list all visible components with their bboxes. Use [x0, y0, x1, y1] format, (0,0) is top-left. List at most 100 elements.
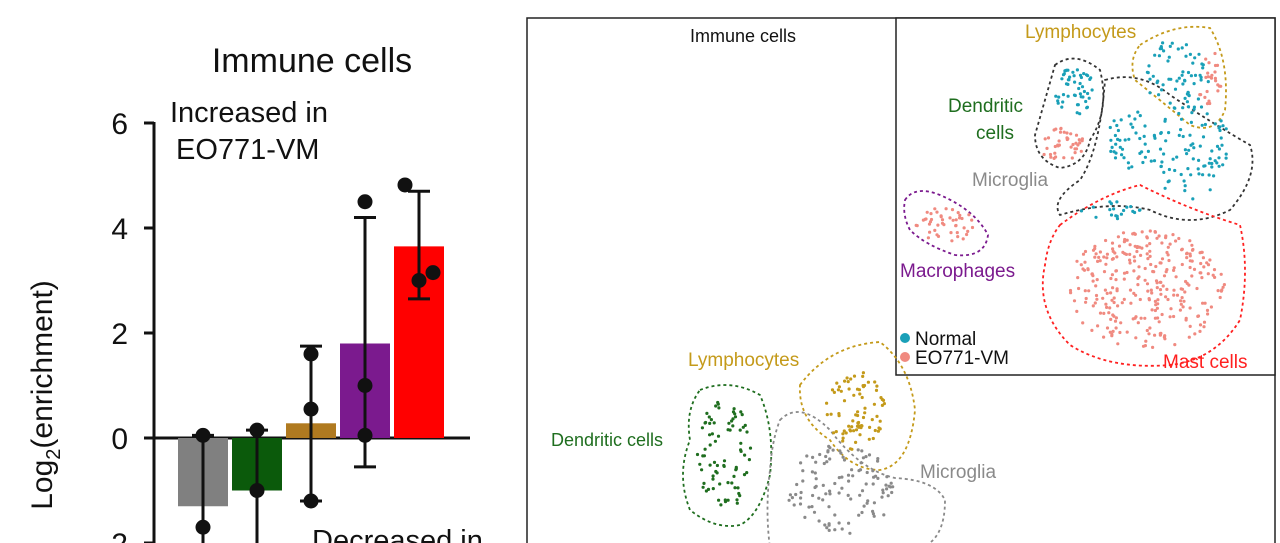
scatter-point — [745, 430, 749, 434]
scatter-point — [717, 498, 721, 502]
scatter-point — [958, 213, 962, 217]
scatter-point — [1199, 105, 1204, 109]
scatter-point — [801, 469, 805, 473]
scatter-point — [1141, 344, 1146, 348]
scatter-point — [1095, 278, 1099, 282]
scatter-point — [1206, 272, 1210, 276]
scatter-point — [1167, 258, 1171, 263]
scatter-point — [1216, 289, 1220, 293]
annotation-decreased: Decreased in — [312, 525, 483, 543]
scatter-point — [1148, 229, 1152, 233]
scatter-point — [1148, 249, 1152, 253]
scatter-point — [1155, 286, 1159, 290]
scatter-point — [805, 454, 809, 458]
scatter-point — [1079, 149, 1083, 153]
scatter-point — [788, 493, 793, 497]
scatter-point — [794, 492, 798, 497]
scatter-point — [872, 501, 877, 505]
scatter-point — [1058, 130, 1063, 134]
scatter-point — [1095, 297, 1099, 301]
main-label-dendritic: Dendritic cells — [551, 430, 663, 450]
scatter-point — [849, 497, 853, 501]
scatter-point — [1217, 126, 1221, 130]
scatter-point — [1157, 320, 1161, 324]
scatter-point — [705, 411, 709, 415]
scatter-point — [1193, 332, 1197, 336]
scatter-point — [1204, 75, 1208, 79]
scatter-point — [837, 521, 841, 525]
scatter-point — [1199, 271, 1203, 275]
scatter-point — [933, 207, 937, 211]
scatter-point — [856, 413, 860, 418]
data-point — [303, 346, 319, 362]
scatter-point — [1069, 291, 1073, 295]
scatter-point — [847, 479, 851, 483]
scatter-point — [1086, 268, 1090, 272]
scatter-point — [1216, 83, 1220, 87]
scatter-point — [723, 498, 727, 502]
scatter-point — [714, 404, 718, 408]
scatter-point — [1128, 258, 1132, 262]
scatter-point — [731, 424, 735, 428]
scatter-point — [874, 388, 879, 392]
scatter-point — [1116, 235, 1120, 239]
scatter-point — [1171, 157, 1175, 161]
scatter-point — [859, 426, 863, 430]
scatter-point — [970, 225, 975, 230]
bars — [178, 177, 444, 543]
scatter-point — [1166, 253, 1170, 257]
scatter-point — [1045, 146, 1049, 150]
scatter-point — [1184, 54, 1188, 58]
scatter-point — [739, 410, 743, 414]
scatter-point — [747, 458, 752, 462]
scatter-point — [1164, 236, 1168, 240]
y-tick-label: 0 — [111, 423, 128, 456]
scatter-point — [828, 457, 832, 461]
scatter-point — [1132, 291, 1136, 295]
legend-marker-eo771 — [900, 352, 910, 362]
data-point — [249, 422, 265, 438]
scatter-point — [1079, 209, 1084, 213]
scatter-point — [1057, 139, 1061, 143]
scatter-point — [1043, 137, 1047, 141]
scatter-point — [814, 484, 818, 488]
scatter-point — [939, 215, 943, 219]
scatter-point — [1151, 74, 1155, 78]
scatter-point — [1202, 164, 1206, 168]
scatter-point — [1190, 274, 1194, 278]
scatter-point — [1218, 295, 1222, 300]
scatter-point — [1189, 120, 1193, 124]
scatter-point — [1185, 256, 1189, 260]
scatter-point — [1080, 85, 1085, 89]
scatter-point — [1127, 114, 1131, 118]
scatter-point — [1131, 125, 1135, 129]
scatter-point — [726, 498, 730, 502]
scatter-point — [1210, 73, 1214, 77]
scatter-point — [1078, 81, 1082, 86]
scatter-point — [859, 461, 863, 465]
scatter-point — [1114, 151, 1118, 155]
scatter-point — [810, 505, 814, 509]
scatter-point — [1154, 264, 1158, 269]
scatter-point — [1187, 335, 1191, 339]
scatter-point — [860, 510, 864, 515]
inset-label-mast: Mast cells — [1163, 352, 1247, 373]
scatter-point — [1136, 321, 1140, 325]
scatter-point — [1082, 72, 1086, 76]
scatter-point — [1201, 66, 1205, 70]
scatter-point — [863, 406, 867, 410]
scatter-point — [1127, 137, 1131, 141]
scatter-point — [1054, 127, 1058, 131]
scatter-point — [1183, 78, 1187, 82]
scatter-point — [885, 487, 889, 491]
scatter-point — [810, 470, 815, 474]
scatter-point — [1119, 118, 1123, 122]
scatter-point — [1102, 270, 1107, 274]
scatter-point — [733, 486, 737, 490]
scatter-point — [1160, 160, 1164, 164]
scatter-point — [870, 418, 874, 422]
scatter-point — [1172, 268, 1176, 272]
scatter-point — [950, 208, 955, 212]
annotation-increased-line2: EO771-VM — [176, 134, 319, 166]
scatter-point — [1162, 152, 1166, 156]
